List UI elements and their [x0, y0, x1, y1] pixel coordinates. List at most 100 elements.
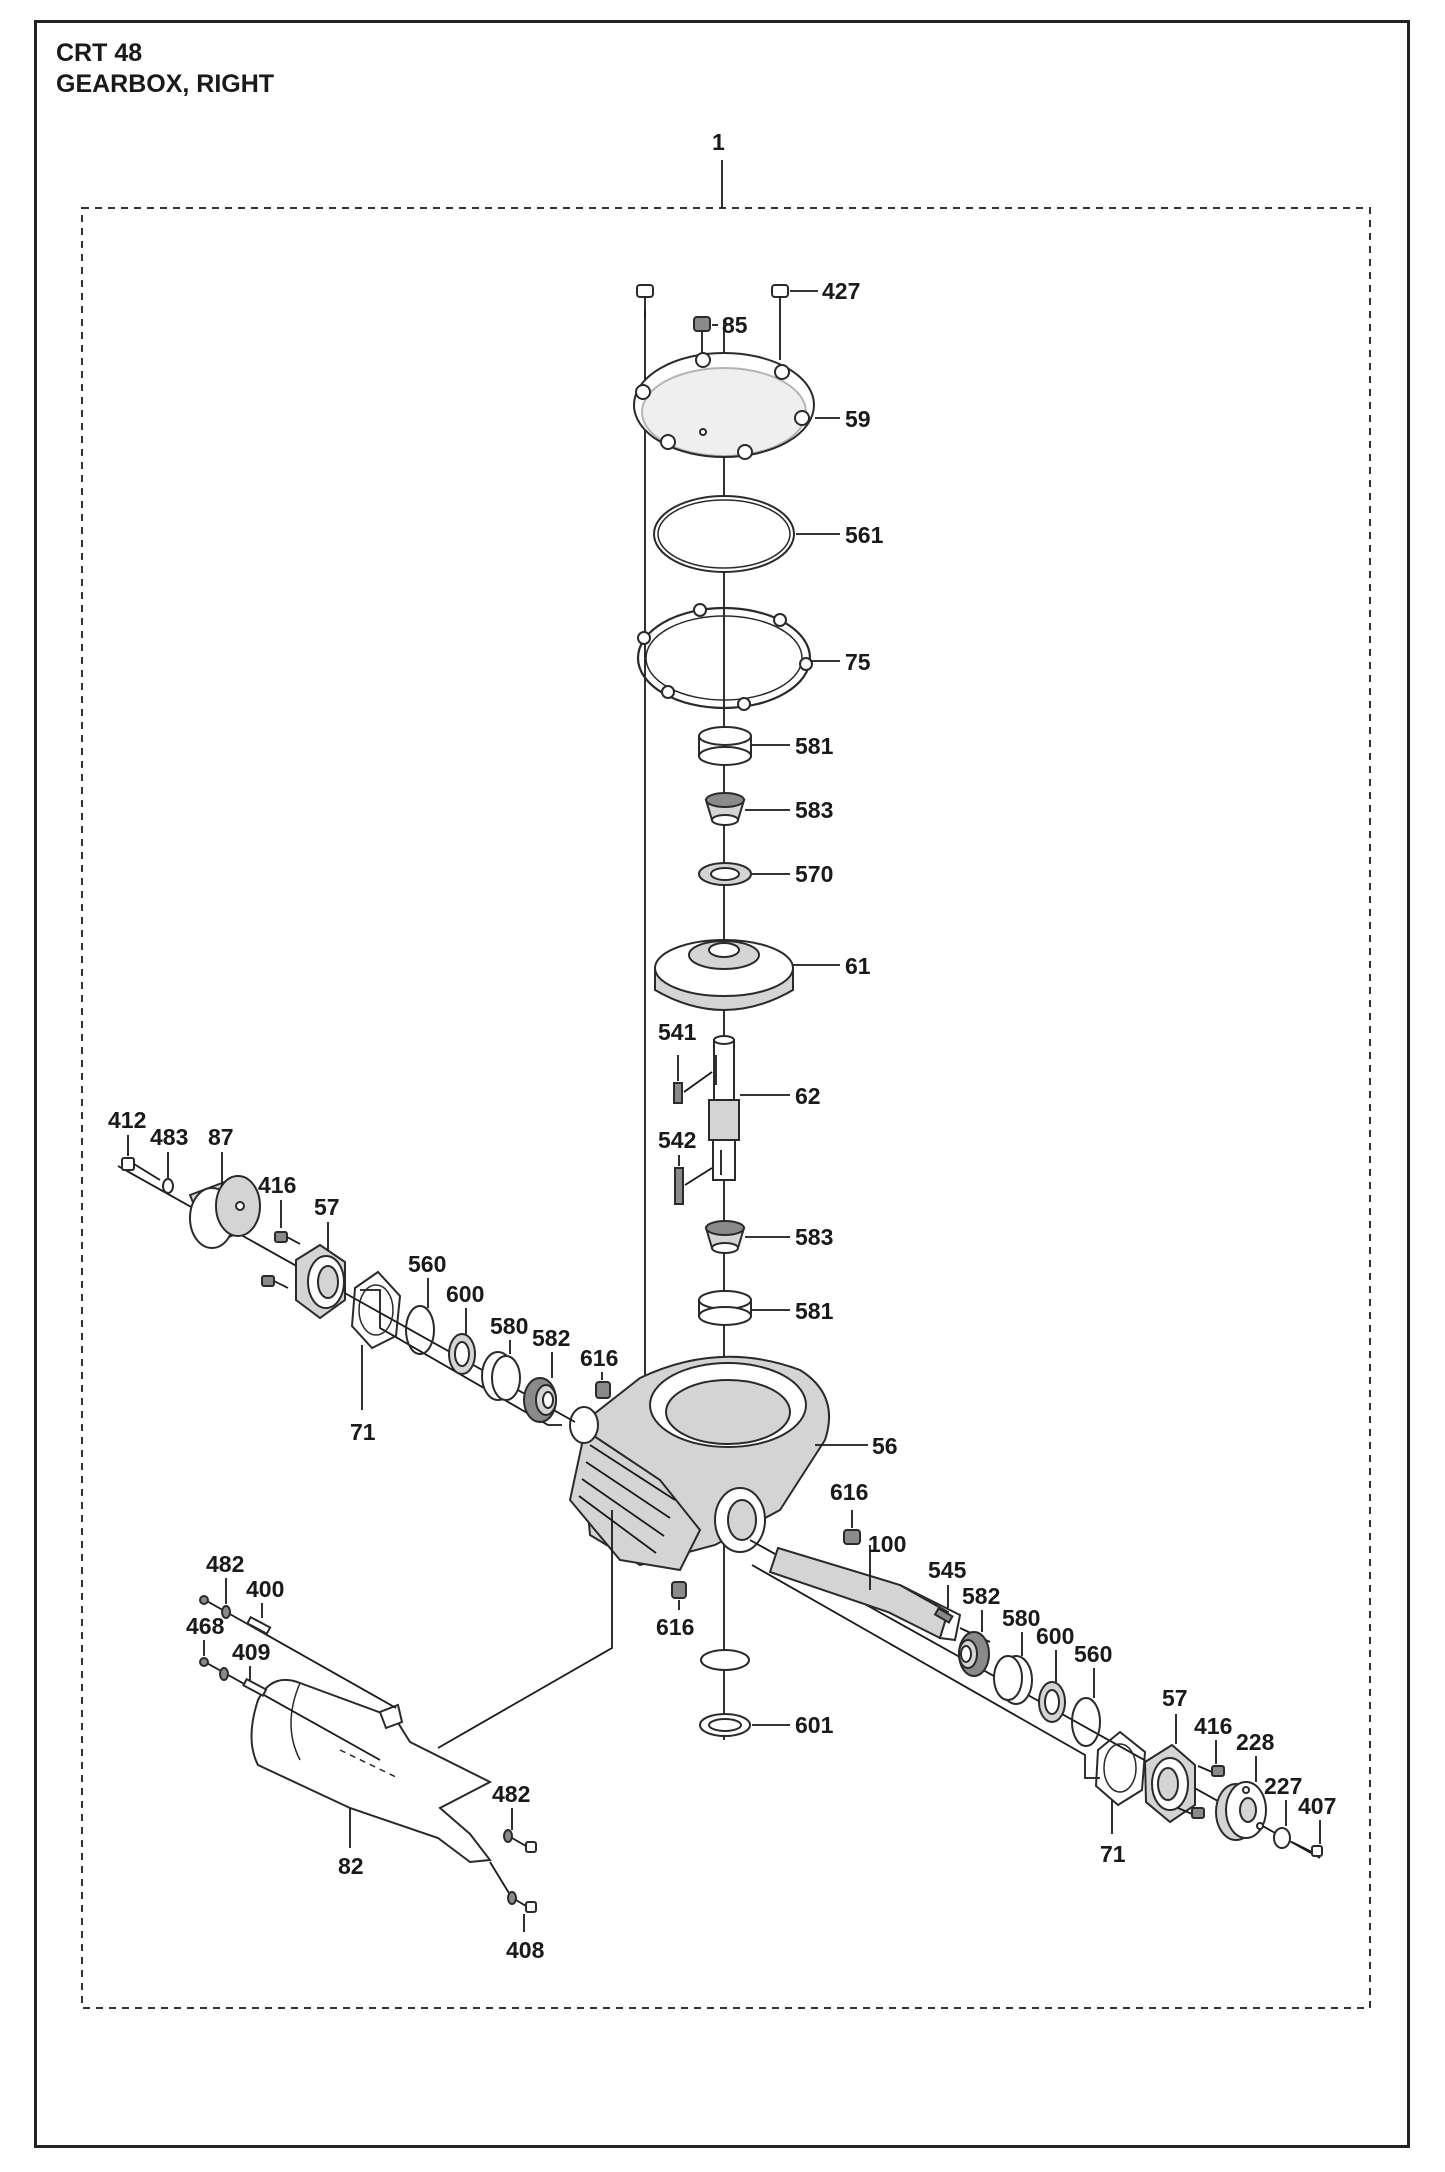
part-label-616-upper: 616	[580, 1345, 618, 1371]
part-label-583-top: 583	[795, 797, 833, 823]
screw-416-right-upper	[1197, 1765, 1225, 1777]
part-label-416-left: 416	[258, 1172, 296, 1198]
key-541-guide	[683, 1071, 713, 1093]
part-label-580-left: 580	[490, 1313, 528, 1339]
bearing-cone-583-top	[704, 792, 746, 826]
shield-guide	[437, 1510, 613, 1749]
part-label-570: 570	[795, 861, 833, 887]
bearing-cup-580-right	[993, 1655, 1033, 1705]
key-542	[674, 1167, 684, 1205]
bearing-cone-582-right	[958, 1631, 990, 1677]
part-label-468: 468	[186, 1613, 225, 1639]
washer-482-lower	[503, 1829, 537, 1853]
plug-616-upper	[595, 1381, 611, 1399]
part-label-561: 561	[845, 522, 884, 548]
part-label-483: 483	[150, 1124, 188, 1150]
seal-600-left	[448, 1333, 476, 1375]
gearbox-housing-56	[568, 1355, 831, 1572]
plug-616-right	[843, 1529, 861, 1545]
part-label-82: 82	[338, 1853, 364, 1879]
assembly-label: 1	[712, 129, 725, 155]
bearing-cone-582-left	[523, 1377, 557, 1423]
part-label-407: 407	[1298, 1793, 1336, 1819]
plug-616-bottom	[671, 1581, 687, 1599]
key-541	[673, 1082, 683, 1104]
gasket-75	[636, 603, 813, 711]
bearing-cone-583-lower	[704, 1220, 746, 1254]
bevel-gear-61	[654, 939, 794, 1011]
part-label-582-right: 582	[962, 1583, 1000, 1609]
part-label-482-upper: 482	[206, 1551, 244, 1577]
part-label-560-left: 560	[408, 1251, 446, 1277]
plug-85	[693, 316, 711, 332]
part-label-580-right: 580	[1002, 1605, 1040, 1631]
part-label-409: 409	[232, 1639, 270, 1665]
part-label-583-lower: 583	[795, 1224, 833, 1250]
shield-82	[250, 1678, 493, 1864]
part-label-582-left: 582	[532, 1325, 570, 1351]
key-542-guide	[684, 1167, 713, 1186]
assembly-boundary	[81, 207, 1371, 2009]
bearing-cup-581-top	[698, 726, 752, 766]
o-ring-561	[653, 495, 795, 573]
part-label-616-right: 616	[830, 1479, 868, 1505]
bolt-407	[1291, 1841, 1323, 1857]
part-label-85: 85	[722, 312, 748, 338]
fastener-axis-lower	[204, 1661, 381, 1761]
part-label-541: 541	[658, 1019, 697, 1045]
screw-409	[242, 1677, 268, 1698]
key-545	[933, 1607, 954, 1624]
bolt-427-right	[771, 284, 789, 360]
section-title: GEARBOX, RIGHT	[56, 70, 275, 98]
part-label-581-lower: 581	[795, 1298, 834, 1324]
bearing-cup-580-left	[481, 1351, 521, 1401]
part-label-71-right: 71	[1100, 1841, 1126, 1867]
part-label-228: 228	[1236, 1729, 1275, 1755]
o-ring-560-left	[405, 1305, 435, 1355]
screw-400	[246, 1615, 272, 1636]
part-label-600-right: 600	[1036, 1623, 1074, 1649]
flange-57-left	[295, 1243, 346, 1320]
fastener-axis-upper	[204, 1599, 397, 1709]
part-label-482-lower: 482	[492, 1781, 530, 1807]
part-label-57-right: 57	[1162, 1685, 1188, 1711]
gasket-71-right	[1094, 1730, 1147, 1807]
part-label-62: 62	[795, 1083, 821, 1109]
washer-570	[698, 862, 752, 886]
screw-416-right-lower	[1177, 1807, 1205, 1819]
part-label-416-right: 416	[1194, 1713, 1232, 1739]
bearing-cup-581-lower	[698, 1290, 752, 1326]
part-label-601: 601	[795, 1712, 834, 1738]
part-label-87: 87	[208, 1124, 234, 1150]
part-label-75: 75	[845, 649, 871, 675]
part-label-616-bottom: 616	[656, 1614, 694, 1640]
part-label-100: 100	[868, 1531, 906, 1557]
part-label-427: 427	[822, 278, 860, 304]
screw-416-left-upper	[274, 1231, 301, 1245]
part-label-408: 408	[506, 1937, 545, 1963]
gasket-71-left	[350, 1270, 402, 1350]
part-label-560-right: 560	[1074, 1641, 1112, 1667]
model-title: CRT 48	[56, 39, 143, 67]
right-gasket-guide	[751, 1564, 1100, 1779]
part-label-57-left: 57	[314, 1194, 340, 1220]
bolt-412	[121, 1157, 161, 1181]
o-ring-561-inner	[657, 499, 791, 569]
washer-468	[199, 1657, 229, 1681]
part-label-59: 59	[845, 406, 871, 432]
washer-482-upper	[199, 1595, 231, 1619]
screw-416-left-lower	[261, 1275, 289, 1289]
part-label-71-left: 71	[350, 1419, 376, 1445]
shaft-100	[768, 1546, 991, 1643]
page-border	[34, 20, 1410, 2148]
o-ring-560-right	[1071, 1697, 1101, 1747]
part-label-545: 545	[928, 1557, 967, 1583]
flange-57-right	[1143, 1743, 1196, 1824]
shaft-62	[708, 1035, 740, 1181]
page-header: CRT 48 GEARBOX, RIGHT	[56, 38, 274, 100]
part-label-227: 227	[1264, 1773, 1302, 1799]
part-label-61: 61	[845, 953, 871, 979]
washer-483	[162, 1178, 174, 1194]
cap-601	[699, 1649, 751, 1737]
